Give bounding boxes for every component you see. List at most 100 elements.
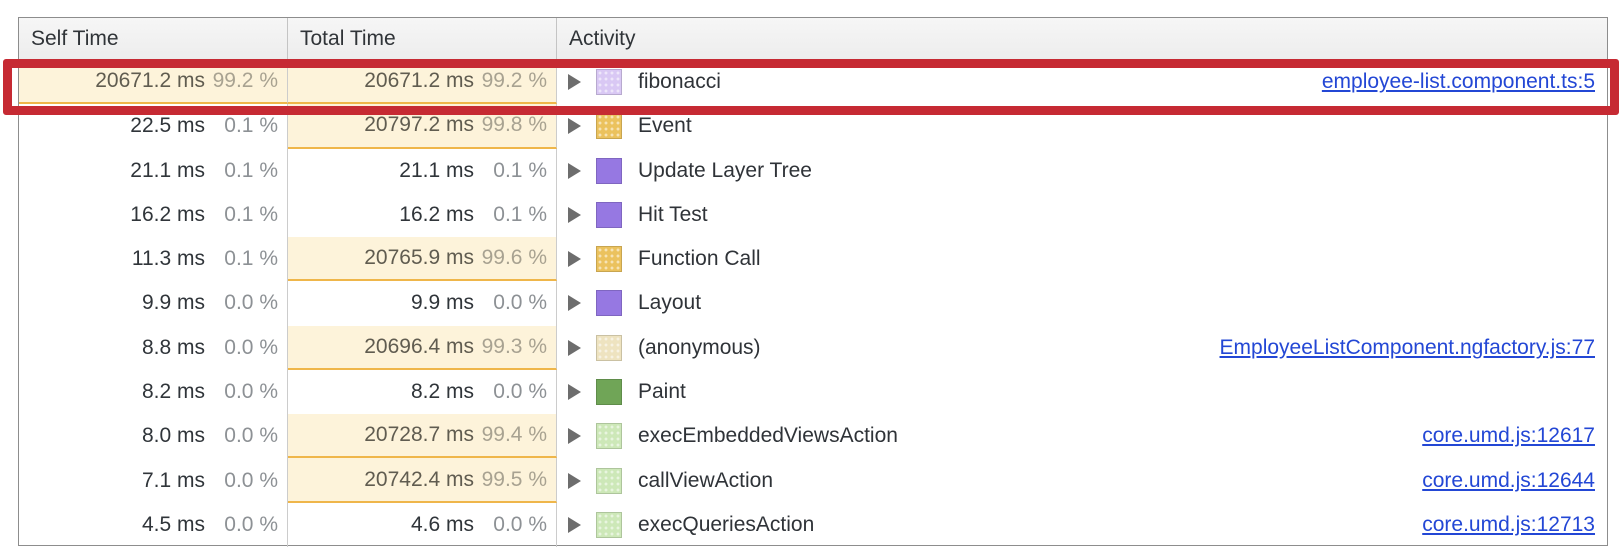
expand-arrow-icon[interactable]: [568, 517, 581, 533]
activity-label: Update Layer Tree: [638, 159, 812, 183]
self-time-value: 8.8 ms: [142, 336, 205, 360]
total-time-percent: 0.0 %: [474, 291, 547, 315]
datagrid-header-row: Self Time Total Time Activity: [19, 18, 1607, 60]
total-time-value: 21.1 ms: [399, 159, 474, 183]
total-time-cell: 20696.4 ms 99.3 %: [288, 326, 557, 370]
self-time-percent: 0.1 %: [205, 114, 278, 138]
total-time-value: 20742.4 ms: [364, 468, 474, 492]
activity-header-label: Activity: [569, 27, 636, 51]
self-time-percent: 0.1 %: [205, 247, 278, 271]
total-time-value: 4.6 ms: [411, 513, 474, 537]
activity-cell: Update Layer Tree: [557, 149, 1607, 193]
table-row-paint[interactable]: 8.2 ms 0.0 % 8.2 ms 0.0 % Paint: [19, 370, 1607, 414]
table-row-hit-test[interactable]: 16.2 ms 0.1 % 16.2 ms 0.1 % Hit Test: [19, 193, 1607, 237]
self-time-percent: 99.2 %: [205, 69, 278, 93]
table-row-layout[interactable]: 9.9 ms 0.0 % 9.9 ms 0.0 % Layout: [19, 281, 1607, 325]
self-time-cell: 4.5 ms 0.0 %: [19, 503, 288, 547]
activity-cell: Hit Test: [557, 193, 1607, 237]
self-time-percent: 0.0 %: [205, 469, 278, 493]
self-time-value: 4.5 ms: [142, 513, 205, 537]
self-time-cell: 16.2 ms 0.1 %: [19, 193, 288, 237]
activity-cell: execEmbeddedViewsAction core.umd.js:1261…: [557, 414, 1607, 458]
activity-label: callViewAction: [638, 469, 773, 493]
scripting-light-purple-swatch: [596, 69, 622, 95]
activity-label: Layout: [638, 291, 701, 315]
total-time-value: 20696.4 ms: [364, 335, 474, 359]
total-time-cell: 8.2 ms 0.0 %: [288, 370, 557, 414]
expand-arrow-icon[interactable]: [568, 163, 581, 179]
self-time-percent: 0.0 %: [205, 336, 278, 360]
scripting-light-green-swatch: [596, 468, 622, 494]
total-time-column-header[interactable]: Total Time: [288, 18, 557, 59]
self-time-value: 20671.2 ms: [95, 69, 205, 93]
table-row-function-call[interactable]: 11.3 ms 0.1 % 20765.9 ms 99.6 % Function…: [19, 237, 1607, 281]
activity-cell: Paint: [557, 370, 1607, 414]
source-link[interactable]: core.umd.js:12644: [1422, 469, 1595, 493]
activity-cell: (anonymous) EmployeeListComponent.ngfact…: [557, 326, 1607, 370]
self-time-percent: 0.0 %: [205, 513, 278, 537]
total-time-cell: 20728.7 ms 99.4 %: [288, 414, 557, 458]
self-time-cell: 21.1 ms 0.1 %: [19, 149, 288, 193]
self-time-column-header[interactable]: Self Time: [19, 18, 288, 59]
self-time-percent: 0.0 %: [205, 380, 278, 404]
source-link[interactable]: employee-list.component.ts:5: [1322, 70, 1595, 94]
expand-arrow-icon[interactable]: [568, 384, 581, 400]
self-time-value: 8.2 ms: [142, 380, 205, 404]
activity-column-header[interactable]: Activity: [557, 18, 1607, 59]
total-time-percent: 99.3 %: [474, 335, 547, 359]
source-link[interactable]: core.umd.js:12617: [1422, 424, 1595, 448]
activity-cell: Function Call: [557, 237, 1607, 281]
expand-arrow-icon[interactable]: [568, 295, 581, 311]
activity-cell: Event: [557, 104, 1607, 148]
total-time-value: 20797.2 ms: [364, 113, 474, 137]
self-time-value: 16.2 ms: [130, 203, 205, 227]
table-row-anonymous[interactable]: 8.8 ms 0.0 % 20696.4 ms 99.3 % (anonymou…: [19, 326, 1607, 370]
activity-label: Function Call: [638, 247, 761, 271]
total-time-value: 20671.2 ms: [364, 69, 474, 93]
self-time-value: 11.3 ms: [132, 247, 205, 271]
self-time-header-label: Self Time: [31, 27, 119, 51]
self-time-cell: 8.0 ms 0.0 %: [19, 414, 288, 458]
total-time-cell: 20671.2 ms 99.2 %: [288, 60, 557, 104]
total-time-cell: 16.2 ms 0.1 %: [288, 193, 557, 237]
rendering-purple-swatch: [596, 202, 622, 228]
activity-label: Hit Test: [638, 203, 708, 227]
self-time-cell: 9.9 ms 0.0 %: [19, 281, 288, 325]
activity-cell: fibonacci employee-list.component.ts:5: [557, 60, 1607, 104]
source-link[interactable]: core.umd.js:12713: [1422, 513, 1595, 537]
table-row-event[interactable]: 22.5 ms 0.1 % 20797.2 ms 99.8 % Event: [19, 104, 1607, 148]
self-time-value: 22.5 ms: [130, 114, 205, 138]
expand-arrow-icon[interactable]: [568, 118, 581, 134]
total-time-cell: 4.6 ms 0.0 %: [288, 503, 557, 547]
self-time-cell: 11.3 ms 0.1 %: [19, 237, 288, 281]
table-row-update-layer-tree[interactable]: 21.1 ms 0.1 % 21.1 ms 0.1 % Update Layer…: [19, 149, 1607, 193]
self-time-value: 8.0 ms: [142, 424, 205, 448]
total-time-percent: 99.6 %: [474, 246, 547, 270]
rendering-purple-swatch: [596, 290, 622, 316]
self-time-value: 7.1 ms: [142, 469, 205, 493]
expand-arrow-icon[interactable]: [568, 207, 581, 223]
scripting-light-green-swatch: [596, 423, 622, 449]
table-row-exec-embedded-views-action[interactable]: 8.0 ms 0.0 % 20728.7 ms 99.4 % execEmbed…: [19, 414, 1607, 458]
total-time-percent: 99.8 %: [474, 113, 547, 137]
self-time-cell: 20671.2 ms 99.2 %: [19, 60, 288, 104]
source-link[interactable]: EmployeeListComponent.ngfactory.js:77: [1220, 336, 1595, 360]
self-time-percent: 0.1 %: [205, 203, 278, 227]
table-row-fibonacci[interactable]: 20671.2 ms 99.2 % 20671.2 ms 99.2 % fibo…: [19, 60, 1607, 104]
self-time-value: 21.1 ms: [130, 159, 205, 183]
self-time-cell: 8.2 ms 0.0 %: [19, 370, 288, 414]
total-time-percent: 99.4 %: [474, 423, 547, 447]
self-time-cell: 8.8 ms 0.0 %: [19, 326, 288, 370]
expand-arrow-icon[interactable]: [568, 473, 581, 489]
expand-arrow-icon[interactable]: [568, 251, 581, 267]
expand-arrow-icon[interactable]: [568, 428, 581, 444]
table-row-call-view-action[interactable]: 7.1 ms 0.0 % 20742.4 ms 99.5 % callViewA…: [19, 458, 1607, 502]
total-time-value: 9.9 ms: [411, 291, 474, 315]
table-row-exec-queries-action[interactable]: 4.5 ms 0.0 % 4.6 ms 0.0 % execQueriesAct…: [19, 503, 1607, 547]
expand-arrow-icon[interactable]: [568, 74, 581, 90]
total-time-cell: 20765.9 ms 99.6 %: [288, 237, 557, 281]
total-time-cell: 20797.2 ms 99.8 %: [288, 104, 557, 148]
self-time-percent: 0.1 %: [205, 159, 278, 183]
expand-arrow-icon[interactable]: [568, 340, 581, 356]
